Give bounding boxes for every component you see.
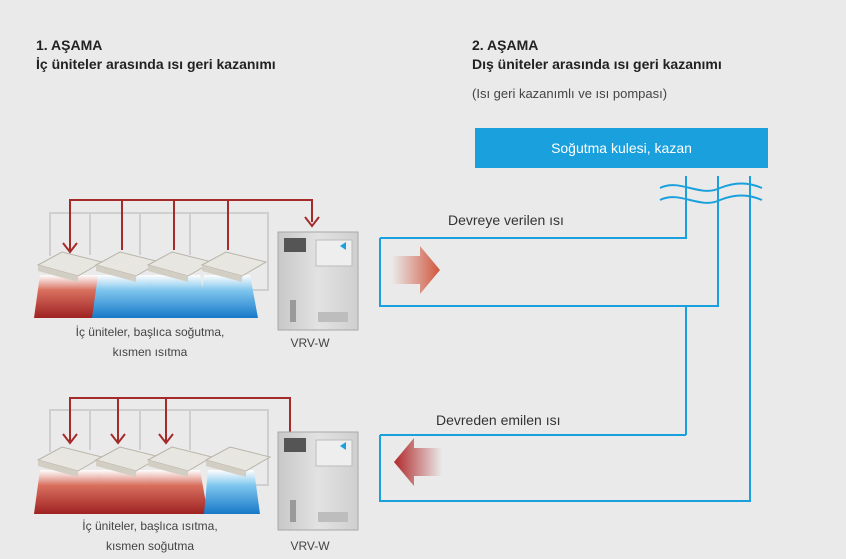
vrv-w-unit-top [277, 231, 359, 331]
indoor-unit-cooling [92, 251, 162, 318]
cooling-tower-label: Soğutma kulesi, kazan [551, 140, 692, 156]
bottom-caption-line2: kısmen soğutma [105, 539, 195, 553]
bottom-red-arrowheads [62, 433, 174, 445]
indoor-unit-cooling [198, 251, 268, 318]
heat-supply-label: Devreye verilen ısı [448, 212, 564, 228]
heat-absorb-arrow [394, 438, 442, 486]
indoor-unit-heating [92, 446, 162, 514]
pipe-break-symbol [659, 182, 763, 204]
top-vrv-label: VRV-W [290, 336, 330, 350]
cooling-tower-box: Soğutma kulesi, kazan [475, 128, 768, 168]
heat-supply-arrow [392, 246, 440, 294]
indoor-unit-cooling [144, 251, 214, 318]
bottom-red-pipes [69, 397, 291, 442]
indoor-unit-heating [34, 446, 108, 514]
top-caption-line1: İç üniteler, başlıca soğutma, [75, 325, 225, 339]
top-red-pipes [69, 199, 313, 252]
stage2-heading: 2. AŞAMA [472, 37, 539, 53]
stage2-subheading: Dış üniteler arasında ısı geri kazanımı [472, 56, 722, 72]
bottom-indoor-caption: İç üniteler, başlıca ısıtma, kısmen soğu… [50, 516, 250, 556]
stage1-heading: 1. AŞAMA [36, 37, 103, 53]
vrv-w-unit-bottom [277, 431, 359, 531]
indoor-unit-cooling [204, 446, 272, 514]
heat-absorb-label: Devreden emilen ısı [436, 412, 561, 428]
indoor-unit-heating [144, 446, 214, 514]
top-caption-line2: kısmen ısıtma [112, 345, 188, 359]
bottom-vrv-label: VRV-W [290, 539, 330, 553]
stage1-subheading: İç üniteler arasında ısı geri kazanımı [36, 56, 276, 72]
stage2-note: (Isı geri kazanımlı ve ısı pompası) [472, 86, 668, 101]
top-grey-pipes [49, 212, 269, 291]
bottom-caption-line1: İç üniteler, başlıca ısıtma, [82, 519, 218, 533]
top-indoor-caption: İç üniteler, başlıca soğutma, kısmen ısı… [50, 322, 250, 362]
water-loop-top [379, 176, 719, 307]
water-loop-bottom [379, 176, 751, 502]
top-red-arrowheads [62, 216, 320, 254]
